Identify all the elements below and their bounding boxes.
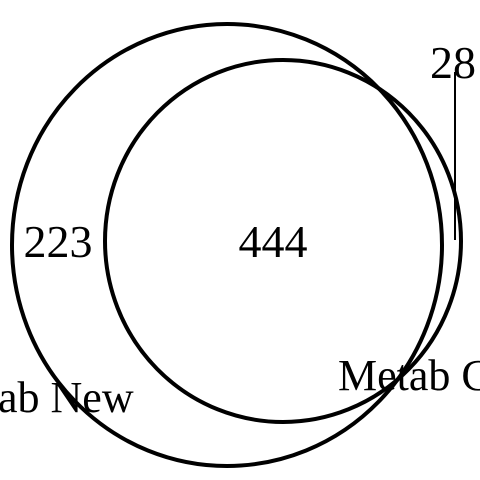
region-count-intersection: 444 bbox=[239, 216, 308, 267]
region-count-left-only: 223 bbox=[24, 216, 93, 267]
set-circle-right bbox=[103, 58, 463, 424]
set-label-left: ab New bbox=[0, 373, 134, 422]
region-count-right-only: 28 bbox=[430, 37, 476, 88]
set-circle-left bbox=[10, 22, 444, 468]
set-label-right: Metab C bbox=[338, 351, 480, 400]
